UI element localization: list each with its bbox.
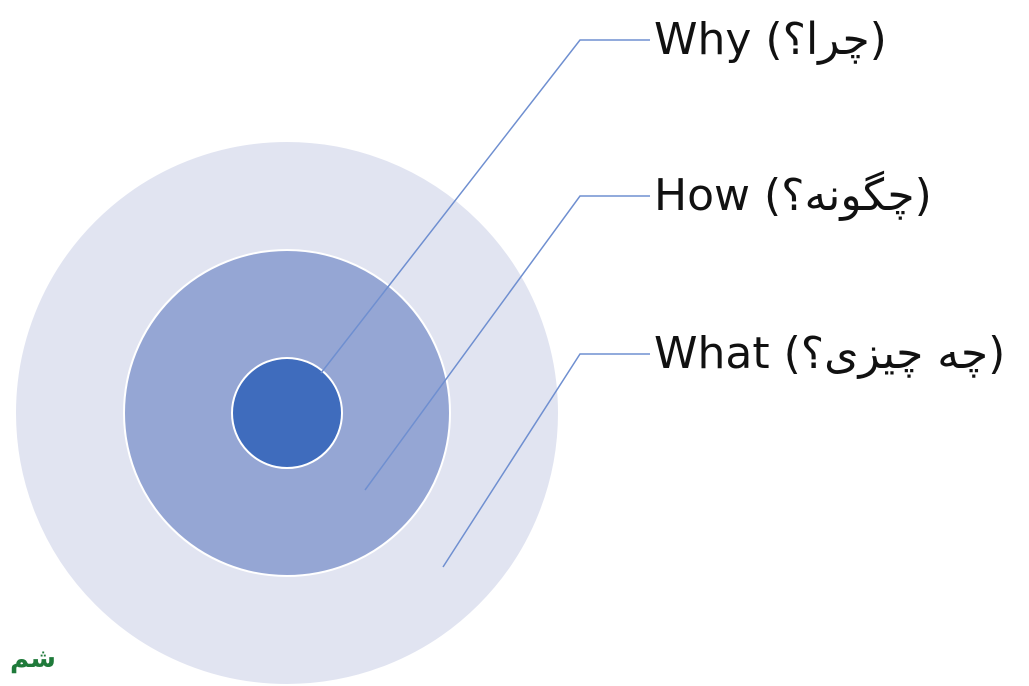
leader-line-why <box>320 39 650 374</box>
brand-logo: شم <box>10 644 56 674</box>
leader-line-how <box>364 195 650 491</box>
label-how: How (چگونه؟) <box>654 170 932 221</box>
label-why: Why (چرا؟) <box>654 14 887 65</box>
inner-circle-why <box>231 357 343 469</box>
label-what: What (چه چیزی؟) <box>654 328 1006 379</box>
leader-line-what <box>442 353 650 568</box>
